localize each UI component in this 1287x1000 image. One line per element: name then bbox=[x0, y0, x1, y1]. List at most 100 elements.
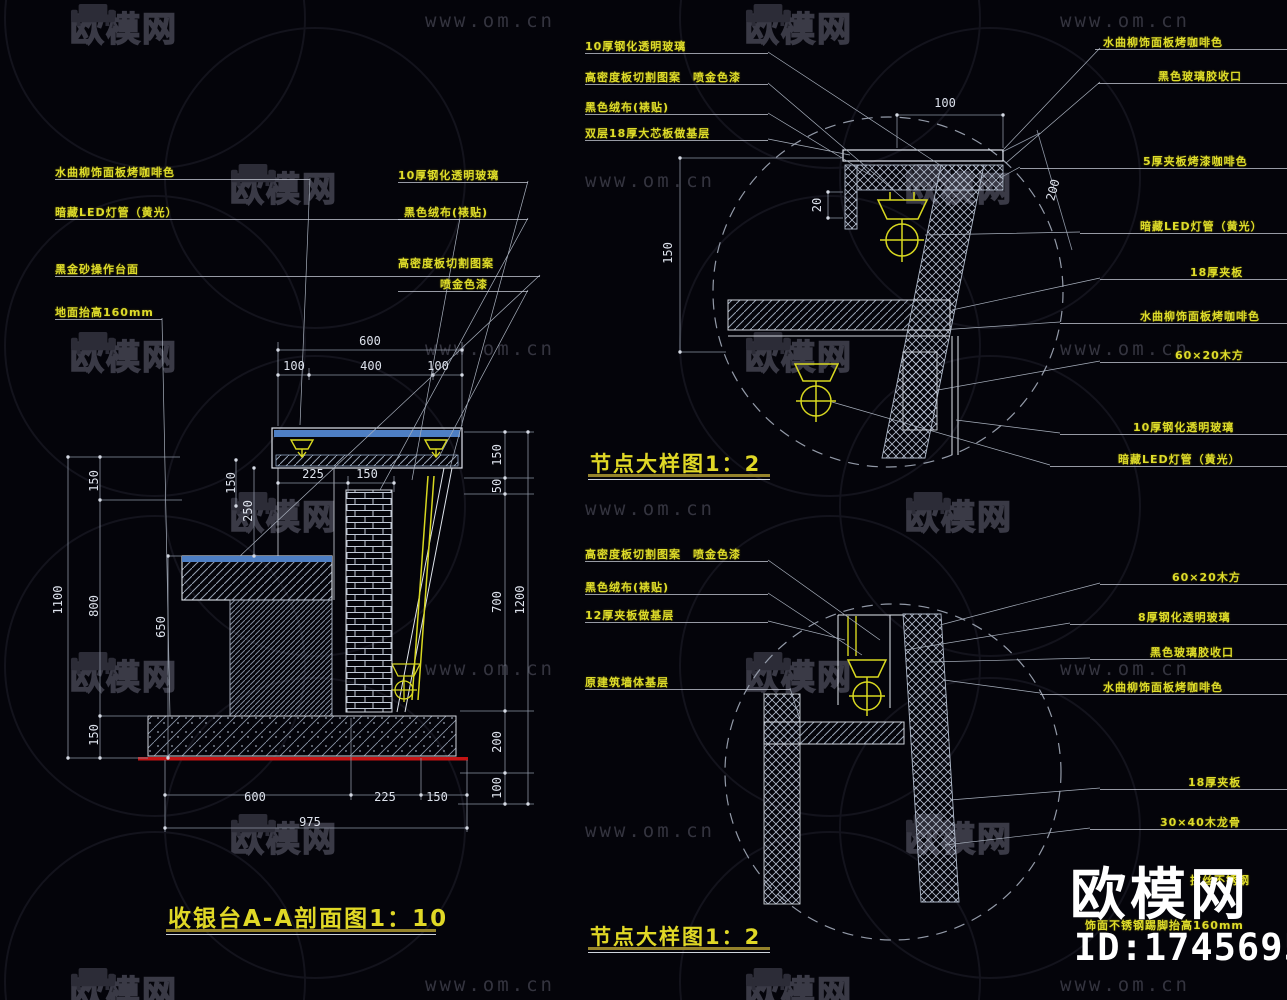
callout-label: 5厚夹板烤漆咖啡色 bbox=[1143, 155, 1248, 168]
watermark-url: www.om.cn bbox=[1060, 974, 1190, 996]
title-underline bbox=[166, 929, 436, 932]
dimension-text: 600 bbox=[359, 334, 381, 348]
dimension-text: 1100 bbox=[51, 585, 65, 615]
watermark-brand: 欧模网 bbox=[69, 650, 178, 699]
watermark-url: www.om.cn bbox=[425, 974, 555, 996]
dimension-text: 250 bbox=[241, 500, 255, 522]
lamp-icon bbox=[390, 663, 422, 702]
callout-label: 10厚钢化透明玻璃 bbox=[1133, 421, 1235, 434]
watermark-brand: 欧模网 bbox=[229, 162, 338, 211]
dimension-text: 200 bbox=[490, 731, 504, 753]
title-underline bbox=[588, 947, 770, 950]
callout-label: 60×20木方 bbox=[1172, 571, 1241, 584]
dimension-text: 650 bbox=[154, 616, 168, 638]
detail-bottom-title: 节点大样图1：2 bbox=[590, 925, 762, 949]
watermark-brand: 欧模网 bbox=[229, 812, 338, 861]
dimension-text: 100 bbox=[934, 96, 956, 110]
dimension-text: 150 bbox=[87, 724, 101, 746]
callout-label: 60×20木方 bbox=[1175, 349, 1244, 362]
callout-label: 黑金砂操作台面 bbox=[55, 263, 139, 276]
callout-label: 水曲柳饰面板烤咖啡色 bbox=[1103, 36, 1223, 49]
callout-label: 水曲柳饰面板烤咖啡色 bbox=[1140, 310, 1260, 323]
callout-label: 18厚夹板 bbox=[1190, 266, 1244, 279]
detail-bottom-drawing bbox=[724, 603, 1062, 941]
callout-label: 暗藏LED灯管（黄光） bbox=[55, 206, 178, 219]
dimension-text: 150 bbox=[224, 472, 238, 494]
watermark-brand: 欧模网 bbox=[69, 330, 178, 379]
watermark-url: www.om.cn bbox=[1060, 658, 1190, 680]
title-underline bbox=[588, 479, 770, 480]
watermark-brand: 欧模网 bbox=[744, 2, 853, 51]
callout-label: 黑色绒布(裱贴) bbox=[585, 101, 670, 114]
dimension-text: 700 bbox=[490, 591, 504, 613]
watermark-brand: 欧模网 bbox=[69, 2, 178, 51]
callout-label: 18厚夹板 bbox=[1188, 776, 1242, 789]
callout-label: 地面抬高160mm bbox=[55, 306, 154, 319]
lamp-icon bbox=[846, 659, 888, 716]
callout-underlines bbox=[55, 49, 1287, 830]
watermark-brand: 欧模网 bbox=[69, 966, 178, 1000]
watermark-url: www.om.cn bbox=[1060, 10, 1190, 32]
dimension-ticks bbox=[66, 113, 1005, 830]
callout-label: 高密度板切割图案 喷金色漆 bbox=[585, 548, 741, 561]
dimension-text: 50 bbox=[490, 478, 504, 494]
watermark-url: www.om.cn bbox=[585, 820, 715, 842]
title-underline bbox=[588, 474, 770, 477]
dimension-text: 100 bbox=[427, 359, 449, 373]
callout-label: 高密度板切割图案 bbox=[398, 257, 494, 270]
callout-label: 黑色玻璃胶收口 bbox=[1158, 70, 1242, 83]
title-underline bbox=[588, 952, 770, 953]
site-logo-id: ID:1745695 bbox=[1074, 926, 1287, 969]
callout-label: 暗藏LED灯管（黄光） bbox=[1140, 220, 1263, 233]
callout-label: 12厚夹板做基层 bbox=[585, 609, 675, 622]
callout-label: 喷金色漆 bbox=[440, 278, 488, 291]
floor-line bbox=[138, 757, 468, 761]
watermark-circles bbox=[4, 0, 1141, 1000]
dimension-text: 150 bbox=[426, 790, 448, 804]
dimension-text: 150 bbox=[356, 467, 378, 481]
callout-label: 黑色玻璃胶收口 bbox=[1150, 646, 1234, 659]
main-section-drawing bbox=[138, 427, 468, 761]
dimension-text: 225 bbox=[374, 790, 396, 804]
main-title: 收银台A-A剖面图1：10 bbox=[168, 906, 449, 932]
callout-label: 饰面不锈钢踢脚抬高160mm bbox=[1085, 919, 1244, 932]
callout-label: 10厚钢化透明玻璃 bbox=[398, 169, 500, 182]
callout-label: 暗藏LED灯管（黄光） bbox=[1118, 453, 1241, 466]
dimension-text: 150 bbox=[661, 242, 675, 264]
watermark-url: www.om.cn bbox=[425, 10, 555, 32]
callout-label: 黑色绒布(裱贴) bbox=[404, 206, 489, 219]
callout-label: 黑色绒布(裱贴) bbox=[585, 581, 670, 594]
watermark-url: www.om.cn bbox=[425, 658, 555, 680]
dimension-text: 225 bbox=[302, 467, 324, 481]
watermark-brand: 欧模网 bbox=[744, 966, 853, 1000]
watermark-brand: 欧模网 bbox=[229, 490, 338, 539]
callout-label: 30×40木龙骨 bbox=[1160, 816, 1241, 829]
dimension-text: 20 bbox=[810, 197, 824, 213]
lamp-icon bbox=[876, 192, 929, 262]
watermark-url: www.om.cn bbox=[1060, 338, 1190, 360]
dimension-text: 200 bbox=[1043, 177, 1063, 203]
dimension-text: 1200 bbox=[513, 585, 527, 615]
watermark-brand: 欧模网 bbox=[744, 650, 853, 699]
dimension-text: 100 bbox=[283, 359, 305, 373]
callout-label: 8厚钢化透明玻璃 bbox=[1138, 611, 1231, 624]
callout-label: 原建筑墙体基层 bbox=[585, 676, 669, 689]
site-logo: 欧模网 bbox=[1070, 863, 1250, 928]
callout-label: 双层18厚大芯板做基层 bbox=[585, 127, 711, 140]
dimension-text: 100 bbox=[490, 777, 504, 799]
dimension-text: 150 bbox=[490, 444, 504, 466]
callout-label: 拉丝不锈钢 bbox=[1190, 874, 1250, 887]
dimension-text: 800 bbox=[87, 595, 101, 617]
detail-top-drawing bbox=[712, 116, 1064, 468]
detail-top-title: 节点大样图1：2 bbox=[590, 452, 762, 476]
callout-label: 水曲柳饰面板烤咖啡色 bbox=[55, 166, 175, 179]
callout-label: 10厚钢化透明玻璃 bbox=[585, 40, 687, 53]
downlight-icon bbox=[289, 439, 449, 459]
watermark-url: www.om.cn bbox=[425, 338, 555, 360]
watermark-url: www.om.cn bbox=[585, 498, 715, 520]
watermark-brand: 欧模网 bbox=[904, 490, 1013, 539]
callout-label: 高密度板切割图案 喷金色漆 bbox=[585, 71, 741, 84]
